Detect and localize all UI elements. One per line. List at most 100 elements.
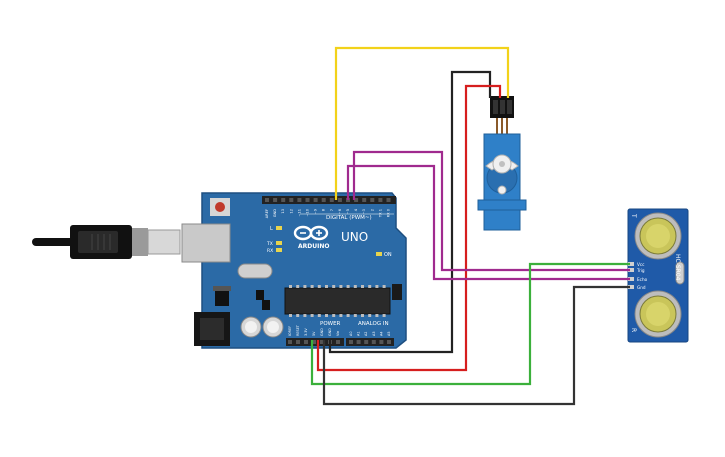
analog-pin-row: [349, 340, 391, 344]
ultrasonic-pin[interactable]: [628, 268, 634, 272]
power-pin-label: 5V: [312, 331, 316, 336]
analog-header: [346, 338, 394, 346]
reset-button-cap[interactable]: [215, 202, 225, 212]
digital-pin[interactable]: [354, 198, 359, 202]
chip-leg: [368, 314, 372, 317]
analog-pin-label: A5: [387, 332, 391, 336]
power-pin[interactable]: [312, 340, 316, 344]
micro-servo[interactable]: [477, 96, 527, 231]
ultrasonic-pin-label: Vcc: [637, 262, 645, 267]
chip-leg: [325, 314, 328, 317]
ultrasonic-pin-label: Echo: [637, 277, 648, 282]
wire-servo-power[interactable]: [316, 84, 502, 372]
ultrasonic-pin[interactable]: [628, 285, 634, 289]
digital-pin[interactable]: [273, 198, 278, 202]
ultrasonic-t-label: T: [630, 213, 637, 218]
power-pin-label: GND: [328, 328, 332, 336]
chip-leg: [339, 285, 343, 288]
power-pin[interactable]: [304, 340, 308, 344]
chip-leg: [382, 314, 386, 317]
digital-pin-label: ~11: [297, 209, 301, 217]
chip-leg: [317, 285, 321, 288]
wire-servo-signal[interactable]: [334, 46, 510, 200]
analog-pin[interactable]: [364, 340, 369, 344]
arduino-brand-text: ARDUINO: [298, 243, 329, 250]
analog-pin[interactable]: [387, 340, 391, 344]
digital-pin[interactable]: [370, 198, 375, 202]
chip-leg: [296, 314, 300, 317]
ultrasonic-pin[interactable]: [628, 262, 634, 266]
power-pin[interactable]: [288, 340, 292, 344]
wire-echo[interactable]: [346, 164, 630, 281]
chip-leg: [346, 285, 350, 288]
analog-pin[interactable]: [379, 340, 384, 344]
digital-pin[interactable]: [265, 198, 269, 202]
chip-leg: [332, 314, 336, 317]
digital-pin[interactable]: [289, 198, 294, 202]
power-pin[interactable]: [320, 340, 324, 344]
chip-leg: [375, 314, 379, 317]
chip-leg: [361, 314, 364, 317]
digital-pin-label: 7: [330, 209, 334, 211]
digital-pin[interactable]: [378, 198, 383, 202]
digital-pin[interactable]: [386, 198, 391, 202]
wire-ultrasonic-ground[interactable]: [322, 285, 630, 406]
analog-in-label: ANALOG IN: [358, 321, 389, 327]
analog-pin[interactable]: [371, 340, 376, 344]
digital-pin[interactable]: [305, 198, 310, 202]
chip-leg: [361, 285, 364, 288]
digital-pin[interactable]: [281, 198, 286, 202]
chip-leg: [289, 314, 292, 317]
chip-leg: [310, 314, 314, 317]
analog-pin[interactable]: [356, 340, 361, 344]
digital-pin[interactable]: [362, 198, 367, 202]
wires: [310, 46, 630, 406]
usb-plug-metal: [147, 229, 181, 255]
wire-ultrasonic-power[interactable]: [310, 262, 630, 386]
digital-pin[interactable]: [313, 198, 318, 202]
led-on-label: ON: [384, 252, 392, 258]
digital-pin-label: 13: [281, 209, 285, 214]
digital-pin-label: 12: [289, 209, 293, 214]
digital-pin[interactable]: [297, 198, 302, 202]
digital-pin-label: ~6: [338, 208, 342, 214]
led-l-label: L: [270, 226, 273, 232]
usb-cable[interactable]: [32, 225, 181, 259]
chip-leg: [353, 314, 357, 317]
digital-pin[interactable]: [337, 198, 342, 202]
analog-pin-label: A4: [379, 332, 383, 336]
power-pin[interactable]: [336, 340, 340, 344]
led-on: [376, 252, 382, 256]
power-pin[interactable]: [296, 340, 300, 344]
servo-mount-tab: [477, 199, 527, 211]
digital-pin[interactable]: [329, 198, 334, 202]
digital-pin[interactable]: [321, 198, 326, 202]
wire-trigger[interactable]: [352, 150, 630, 272]
arduino-crystal: [237, 263, 273, 279]
ultrasonic-pin-label: Trig: [636, 268, 645, 273]
chip-leg: [289, 285, 292, 288]
usb-plug-neck: [132, 228, 148, 256]
digital-pin-label: 8: [322, 208, 326, 211]
digital-pin-label: ~5: [346, 209, 350, 214]
chip-legs-top: [289, 285, 386, 288]
analog-pin[interactable]: [349, 340, 353, 344]
power-label: POWER: [320, 321, 341, 327]
ultrasonic-pin[interactable]: [628, 277, 634, 281]
digital-pin-label: ~3: [362, 209, 366, 214]
chip-leg: [317, 314, 321, 317]
led-rx: [276, 248, 282, 252]
icsp-header: [392, 284, 402, 300]
led-tx: [276, 241, 282, 245]
chip-leg: [332, 285, 336, 288]
ultrasonic-r-label: R: [630, 328, 637, 332]
digital-header: [262, 196, 396, 204]
wire-servo-ground[interactable]: [328, 70, 492, 354]
led-l: [276, 226, 282, 230]
